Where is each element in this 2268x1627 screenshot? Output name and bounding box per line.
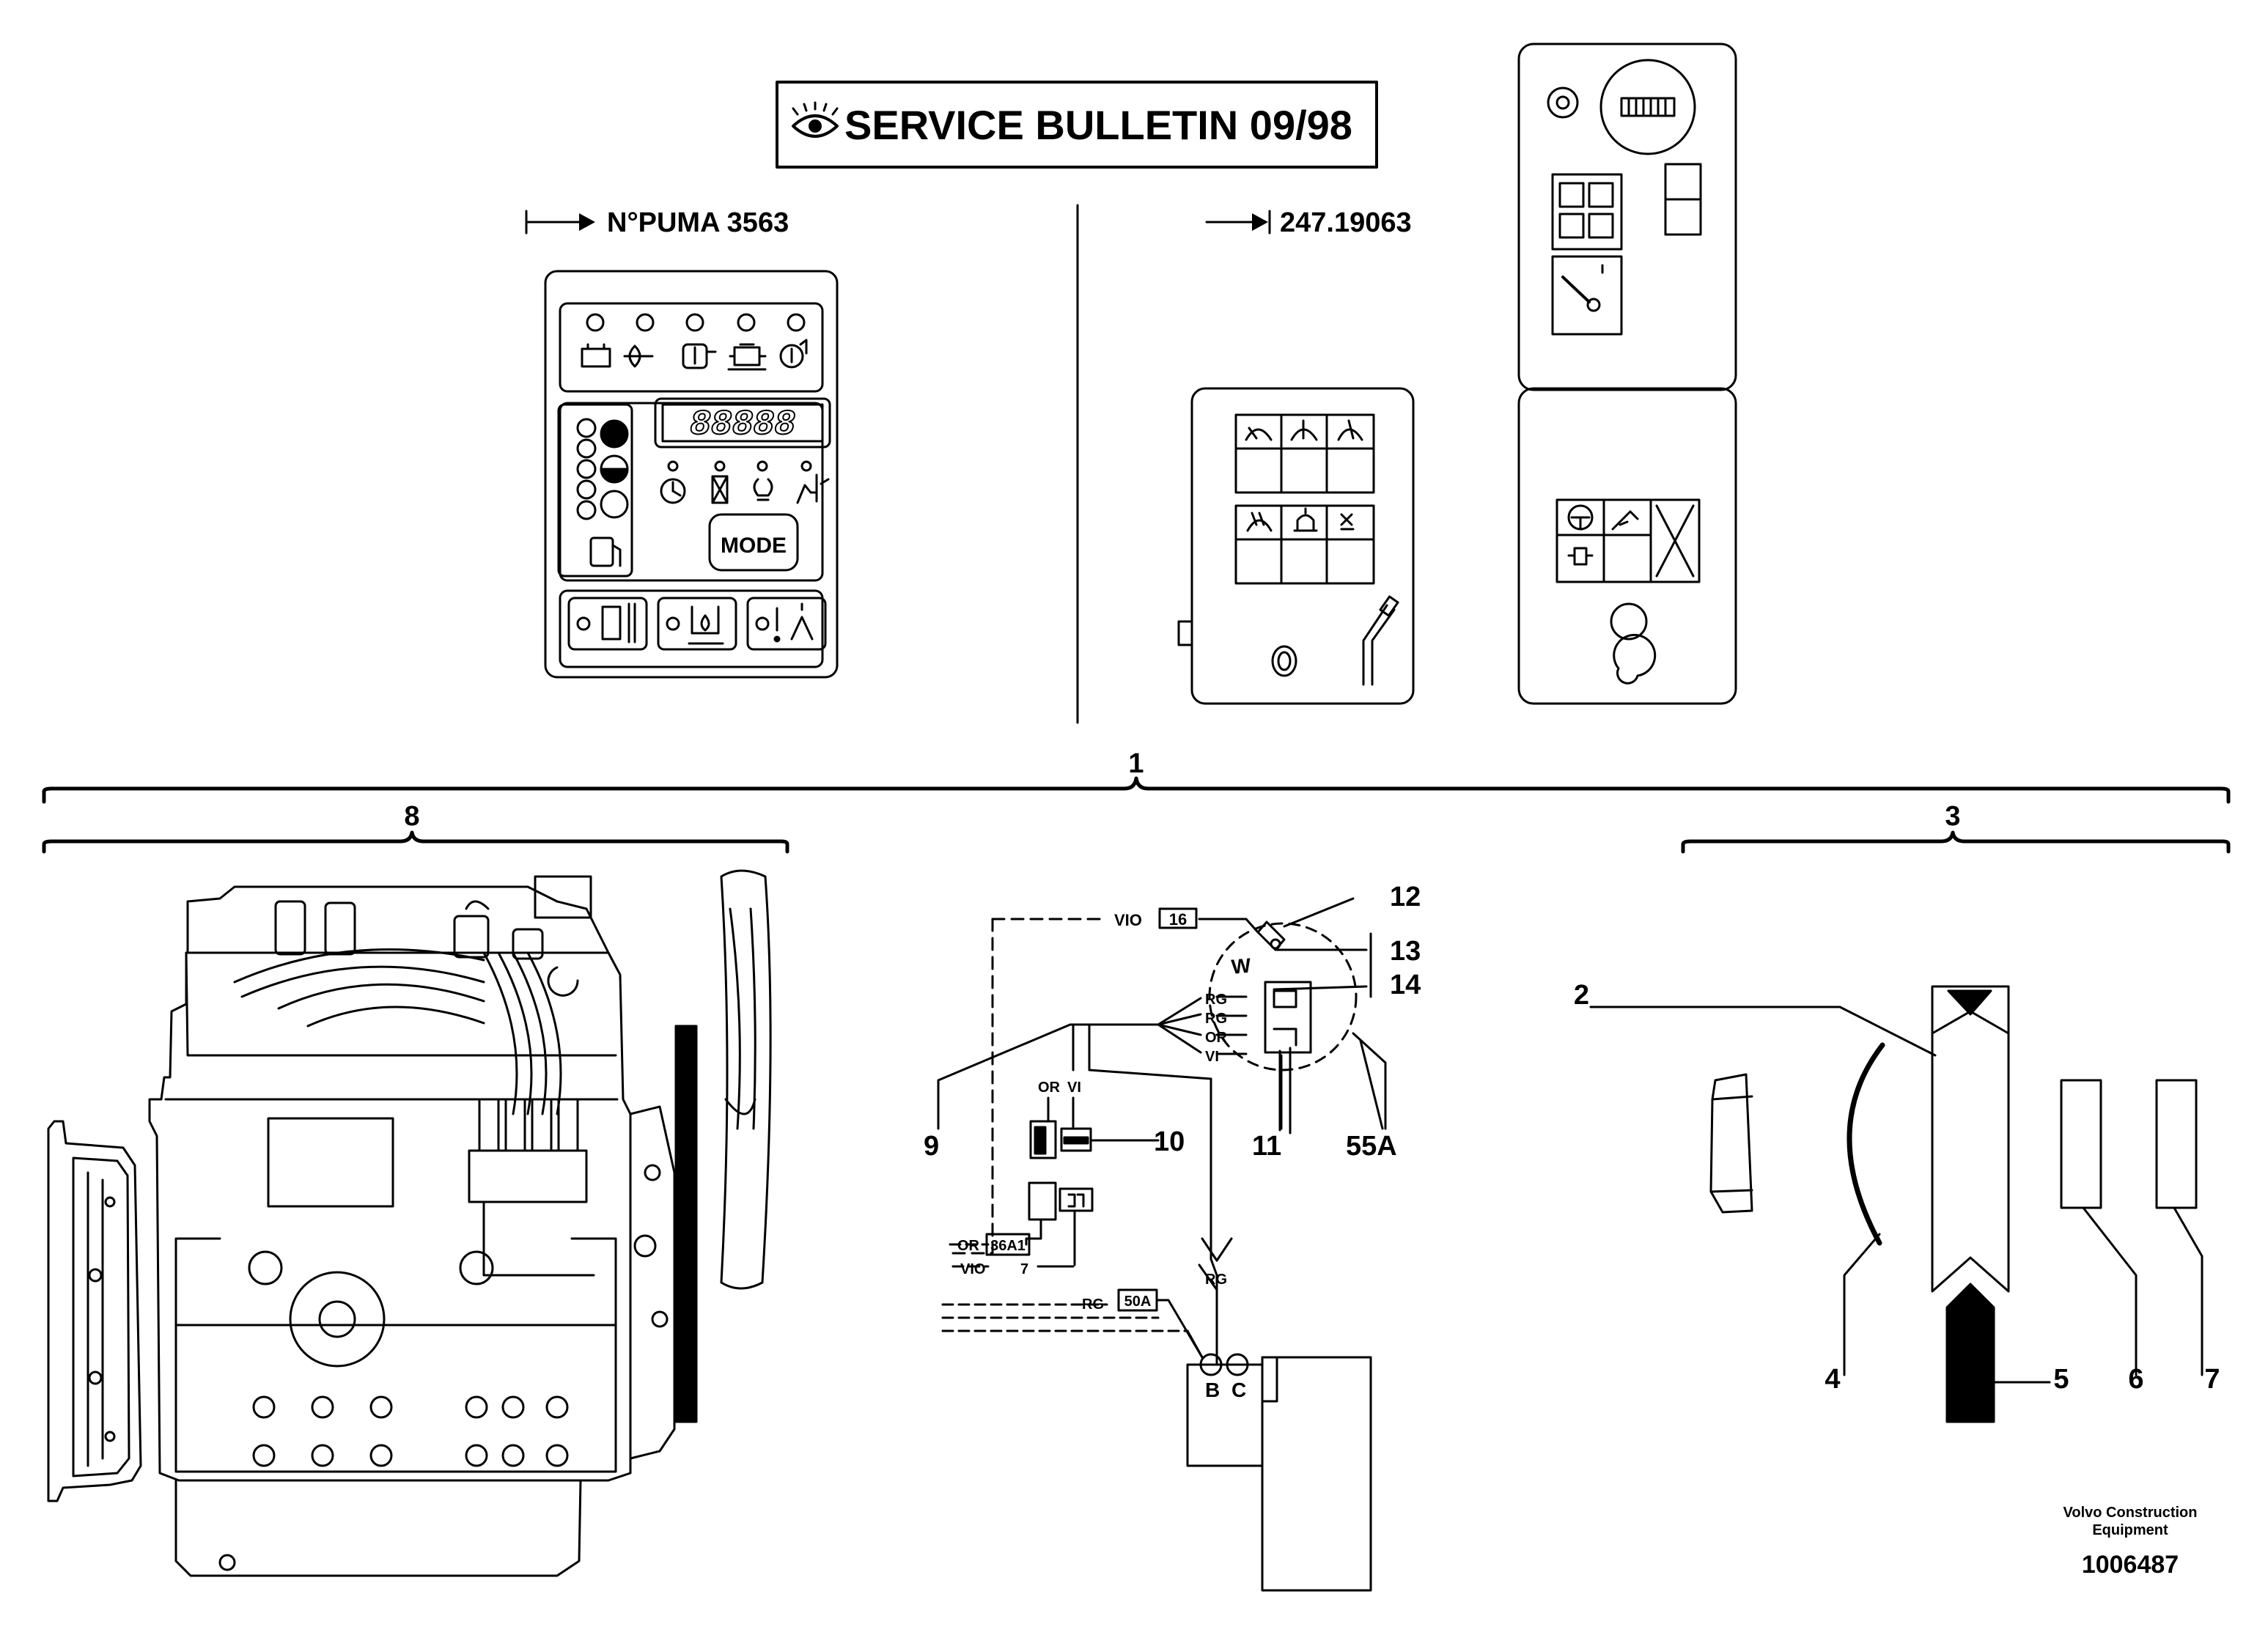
connector-10 — [1029, 1120, 1057, 1159]
ignition-key-slot[interactable] — [1271, 645, 1297, 677]
or-top-label: OR — [1038, 1080, 1061, 1096]
callout-2: 2 — [1574, 980, 1589, 1011]
fuel-pump-icon — [589, 536, 622, 567]
serial-end-marker: 247.19063 — [1205, 207, 1412, 238]
curved-seal-4 — [1847, 1042, 1885, 1246]
operator-icon — [796, 473, 830, 504]
vi-top-label: VI — [1067, 1080, 1081, 1096]
drawing-number: 1006487 — [2082, 1551, 2179, 1579]
callout-7: 7 — [2204, 1364, 2220, 1395]
hourglass-icon — [711, 475, 729, 504]
callout-5: 5 — [2053, 1364, 2069, 1395]
or-pin: OR — [1205, 1030, 1228, 1046]
company-line-1: Volvo Construction — [2063, 1505, 2198, 1521]
belt-strip — [1931, 985, 2010, 1293]
washer-icon — [1337, 419, 1363, 441]
fuel-full-indicator — [600, 419, 629, 449]
callout-55a: 55A — [1346, 1131, 1397, 1162]
switch-engine-temp[interactable] — [567, 597, 648, 651]
hammer-icon — [1611, 510, 1639, 531]
left-serial-text: N°PUMA 3563 — [607, 207, 789, 238]
hydraulic-temp-icon — [779, 339, 808, 369]
steering-icon — [1567, 504, 1594, 531]
w-label: W — [1231, 954, 1253, 978]
bracket-1 — [42, 776, 2231, 804]
clock-icon — [660, 478, 686, 504]
vio7-ref: 7 — [1020, 1261, 1028, 1277]
oil-filter — [289, 1271, 386, 1368]
heater-icon — [1246, 512, 1273, 532]
fuse-36a1 — [985, 1233, 1031, 1256]
callout-10: 10 — [1154, 1126, 1185, 1157]
callout-9: 9 — [924, 1131, 939, 1162]
title-text: SERVICE BULLETIN 09/98 — [844, 102, 1352, 148]
vi-pin: VI — [1205, 1049, 1219, 1065]
bracket-3 — [1681, 830, 2231, 854]
bracket-8 — [42, 830, 789, 854]
part-7 — [2155, 1079, 2198, 1209]
digital-display — [654, 397, 831, 449]
callout-12: 12 — [1390, 882, 1421, 912]
rg-pin-2: RG — [1205, 1011, 1227, 1027]
wiring-diagram — [937, 897, 1387, 1592]
fan-icon — [1340, 513, 1355, 531]
vio16-ref: 16 — [1169, 910, 1187, 929]
vio16-label: VIO — [1114, 911, 1142, 929]
callout-14: 14 — [1390, 970, 1421, 1000]
mode-button-label: MODE — [721, 534, 787, 558]
rg-down-label: RG — [1205, 1272, 1227, 1288]
bulb-icon — [753, 478, 773, 501]
serial-start-marker: N°PUMA 3563 — [525, 207, 789, 238]
fan-belt — [674, 1025, 698, 1423]
callout-6: 6 — [2128, 1364, 2143, 1395]
wiper-rear-icon — [1290, 419, 1318, 441]
vio7-label: VIO — [960, 1261, 985, 1277]
fuel-empty-indicator — [600, 490, 629, 519]
or-36a1-label: OR — [957, 1238, 980, 1254]
fuse-16 — [1158, 907, 1198, 929]
instrument-panel-right — [1517, 43, 1737, 705]
lever-icon — [1362, 595, 1399, 686]
wiring-labels: VIO 16 W RG RG OR VI OR VI OR 36A1 VIO 7… — [957, 910, 1252, 1401]
coolant-temp-icon — [682, 343, 717, 369]
switch-contacts — [1264, 981, 1312, 1054]
hour-meter — [1599, 59, 1696, 155]
eye-icon — [792, 101, 839, 138]
callout-11: 11 — [1252, 1131, 1281, 1162]
arrow-5 — [1945, 1283, 1995, 1423]
engine-illustration — [47, 869, 772, 1577]
callout-13: 13 — [1390, 936, 1421, 967]
part-6 — [2060, 1079, 2102, 1209]
terminal-b-label: B — [1205, 1379, 1220, 1401]
gauge-box — [1551, 255, 1623, 336]
terminal-c-label: C — [1231, 1379, 1246, 1401]
title-box: SERVICE BULLETIN 09/98 — [776, 81, 1378, 169]
assembly-3 — [1589, 985, 2203, 1423]
rg-pin-1: RG — [1205, 992, 1227, 1008]
engine-icon — [727, 343, 767, 371]
company-line-2: Equipment — [2092, 1522, 2168, 1538]
instrument-panel-middle — [1177, 387, 1415, 705]
switch-housing — [1208, 922, 1358, 1071]
callout-4: 4 — [1825, 1364, 1840, 1395]
callout-3: 3 — [1945, 801, 1960, 832]
right-serial-text: 247.19063 — [1280, 207, 1412, 238]
callout-8: 8 — [404, 801, 419, 832]
oil-pressure-icon — [623, 344, 654, 368]
digital-display-value: 88888 — [690, 405, 795, 445]
mode-button[interactable] — [708, 513, 799, 572]
switch-alarm[interactable] — [746, 597, 827, 651]
beacon-icon — [1293, 507, 1318, 532]
or-36a1-ref: 36A1 — [990, 1238, 1026, 1254]
fuse-50a — [1117, 1288, 1158, 1312]
callout-1: 1 — [1128, 748, 1144, 779]
instrument-panel-left: 88888 MODE — [544, 270, 839, 679]
rg50a-ref: 50A — [1124, 1294, 1152, 1310]
battery-icon — [581, 343, 611, 368]
rg50a-label: RG — [1082, 1296, 1104, 1313]
wiper-front-icon — [1245, 427, 1273, 441]
switch-oil[interactable] — [657, 597, 737, 651]
